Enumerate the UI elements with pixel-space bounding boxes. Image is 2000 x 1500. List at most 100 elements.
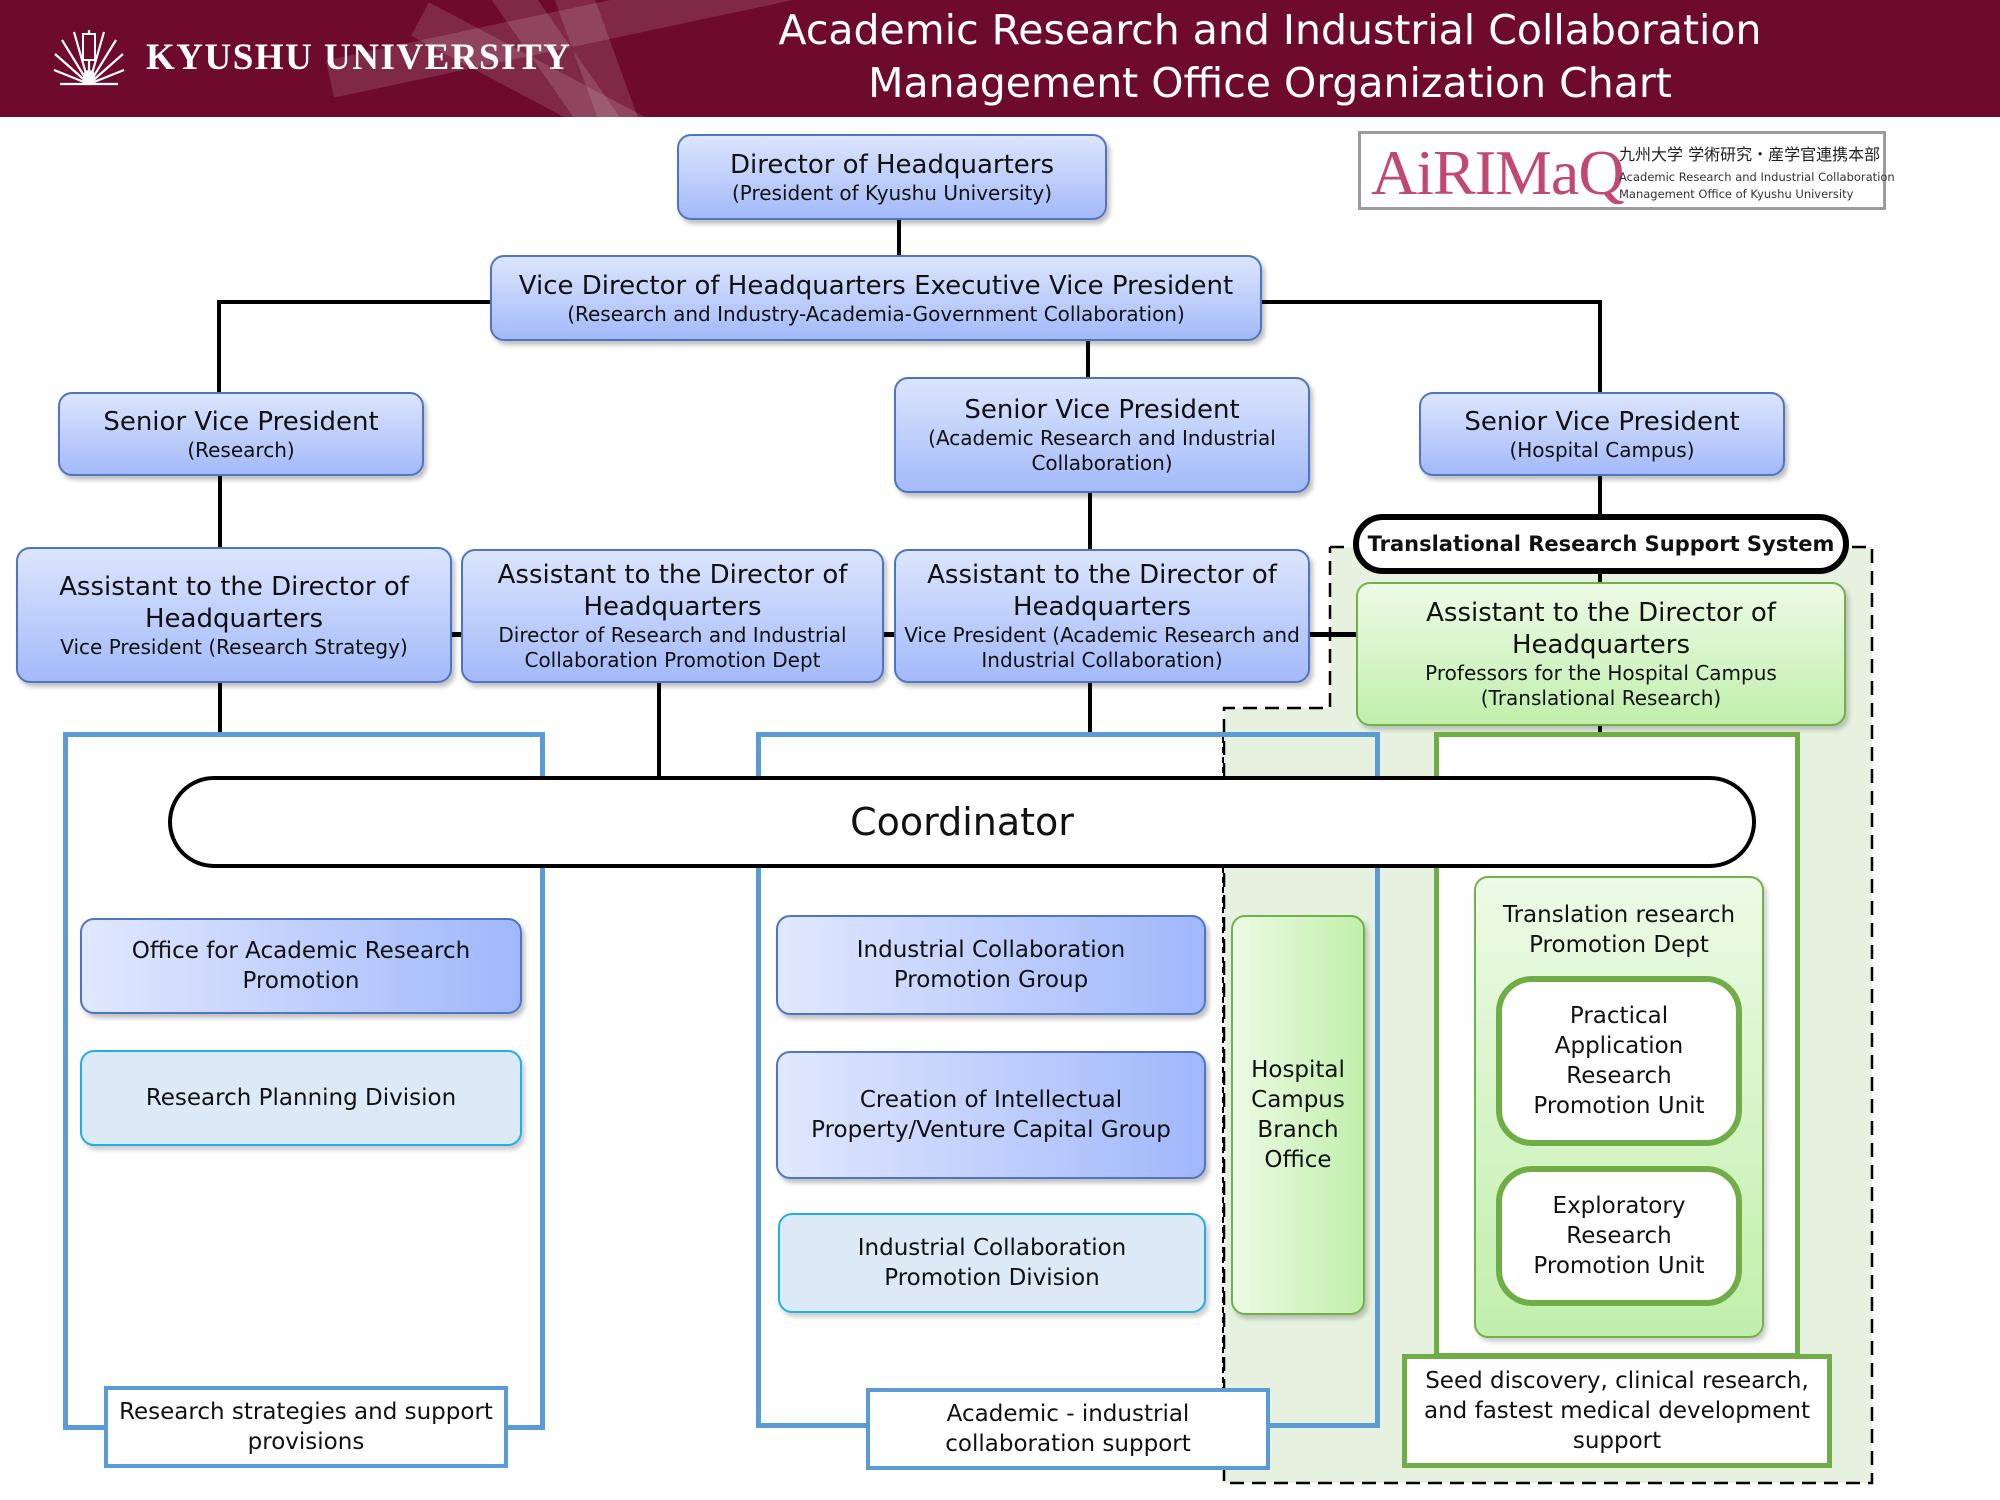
unit-label: Research Planning Division — [145, 1085, 457, 1111]
vice-director-subtitle: (Research and Industry-Academia-Governme… — [567, 301, 1185, 326]
label-line-1: Seed discovery, clinical research, — [1425, 1368, 1809, 1394]
connector-line — [1088, 491, 1092, 549]
ip-venture-capital-group[interactable]: Creation of Intellectual Property/Ventur… — [776, 1051, 1206, 1179]
director-title: Director of Headquarters — [729, 149, 1055, 180]
logo-english-line-1: Academic Research and Industrial Collabo… — [1619, 170, 1895, 184]
director-subtitle: (President of Kyushu University) — [731, 180, 1053, 205]
connector-line — [217, 300, 493, 304]
research-planning-division[interactable]: Research Planning Division — [80, 1050, 522, 1146]
unit-line-2: Promotion Group — [893, 967, 1089, 993]
assistant-title-1: Assistant to the Director of — [1426, 598, 1776, 628]
svp-research-subtitle: (Research) — [187, 437, 295, 462]
connector-line — [1086, 338, 1090, 378]
assistant-title-1: Assistant to the Director of — [59, 571, 409, 602]
branch-line-4: Office — [1264, 1147, 1332, 1173]
label-line-2: collaboration support — [945, 1431, 1191, 1457]
airimaq-logo: AiRIMaQ 九州大学 学術研究・産学官連携本部 Academic Resea… — [1358, 131, 1895, 210]
connector-line — [897, 218, 901, 258]
practical-application-research-promotion-unit[interactable]: Practical Application Research Promotion… — [1496, 976, 1742, 1146]
label-line-2: provisions — [247, 1429, 365, 1455]
assistant-collaboration-node[interactable]: Assistant to the Director of Headquarter… — [894, 549, 1310, 683]
unit-line-2: Promotion Division — [884, 1265, 1100, 1291]
dept-line-1: Translation research — [1502, 902, 1736, 928]
unit-line-1: Creation of Intellectual — [859, 1087, 1123, 1113]
connector-line — [450, 632, 464, 637]
exploratory-research-promotion-unit[interactable]: Exploratory Research Promotion Unit — [1496, 1166, 1742, 1306]
branch-line-2: Campus — [1251, 1087, 1345, 1113]
translational-support-label: Seed discovery, clinical research, and f… — [1402, 1354, 1832, 1468]
assistant-research-strategy-node[interactable]: Assistant to the Director of Headquarter… — [16, 547, 452, 683]
connector-line — [1598, 476, 1602, 516]
page-title: Academic Research and Industrial Collabo… — [720, 4, 1820, 110]
vice-director-node[interactable]: Vice Director of Headquarters Executive … — [490, 255, 1262, 341]
svp-research-title: Senior Vice President — [103, 406, 379, 437]
unit-line-2: Application — [1554, 1033, 1684, 1059]
university-name: KYUSHU UNIVERSITY — [146, 37, 572, 78]
unit-line-1: Industrial Collaboration — [856, 937, 1126, 963]
unit-line-1: Office for Academic Research — [131, 938, 471, 964]
connector-line — [657, 682, 661, 778]
assistant-title-2: Headquarters — [1012, 592, 1191, 622]
connector-line — [218, 682, 222, 732]
assistant-sub-2: Industrial Collaboration) — [981, 648, 1223, 672]
label-line-1: Research strategies and support — [119, 1399, 493, 1425]
connector-line — [1598, 724, 1602, 736]
translational-research-support-system-label[interactable]: Translational Research Support System — [1353, 514, 1849, 574]
director-node[interactable]: Director of Headquarters (President of K… — [677, 134, 1107, 220]
svp-collaboration-node[interactable]: Senior Vice President (Academic Research… — [894, 377, 1310, 493]
assistant-subtitle: Vice President (Research Strategy) — [60, 634, 408, 659]
assistant-sub-1: Professors for the Hospital Campus — [1425, 661, 1777, 685]
header-banner: KYUSHU UNIVERSITY Academic Research and … — [0, 0, 2000, 117]
hospital-campus-branch-office[interactable]: Hospital Campus Branch Office — [1231, 915, 1365, 1315]
unit-line-3: Research — [1566, 1063, 1672, 1089]
unit-line-2: Research — [1566, 1223, 1672, 1249]
connector-line — [217, 300, 221, 394]
assistant-title-2: Headquarters — [583, 592, 762, 622]
title-line-2: Management Office Organization Chart — [868, 59, 1672, 107]
collaboration-support-label: Academic - industrial collaboration supp… — [866, 1388, 1270, 1470]
vice-director-title: Vice Director of Headquarters Executive … — [518, 270, 1234, 301]
assistant-title-2: Headquarters — [1511, 630, 1690, 660]
branch-line-3: Branch — [1257, 1117, 1339, 1143]
industrial-collaboration-promotion-group[interactable]: Industrial Collaboration Promotion Group — [776, 915, 1206, 1015]
svp-research-node[interactable]: Senior Vice President (Research) — [58, 392, 424, 476]
connector-line — [1308, 632, 1358, 637]
assistant-promotion-dept-node[interactable]: Assistant to the Director of Headquarter… — [461, 549, 884, 683]
connector-line — [1598, 300, 1602, 396]
unit-line-2: Promotion — [242, 968, 360, 994]
unit-line-1: Practical — [1569, 1003, 1669, 1029]
assistant-sub-2: Collaboration Promotion Dept — [524, 648, 821, 672]
svp-hospital-subtitle: (Hospital Campus) — [1509, 437, 1695, 462]
connector-line — [1260, 300, 1602, 304]
assistant-sub-1: Director of Research and Industrial — [498, 623, 847, 647]
unit-line-1: Industrial Collaboration — [857, 1235, 1127, 1261]
svp-collaboration-title: Senior Vice President — [964, 395, 1240, 425]
research-support-label: Research strategies and support provisio… — [104, 1386, 508, 1468]
svp-collaboration-sub-2: Collaboration) — [1031, 451, 1173, 475]
connector-line — [882, 632, 896, 637]
svp-hospital-node[interactable]: Senior Vice President (Hospital Campus) — [1419, 392, 1785, 476]
dept-line-2: Promotion Dept — [1529, 932, 1709, 958]
connector-line — [218, 474, 222, 549]
university-crest-icon — [53, 30, 125, 86]
branch-line-1: Hospital — [1251, 1057, 1345, 1083]
office-academic-research-promotion[interactable]: Office for Academic Research Promotion — [80, 918, 522, 1014]
connector-line — [1598, 570, 1602, 590]
title-line-1: Academic Research and Industrial Collabo… — [778, 6, 1762, 54]
assistant-sub-2: (Translational Research) — [1480, 686, 1722, 710]
assistant-sub-1: Vice President (Academic Research and — [904, 623, 1300, 647]
unit-line-3: Promotion Unit — [1533, 1253, 1705, 1279]
coordinator-node[interactable]: Coordinator — [168, 776, 1756, 868]
connector-line — [1088, 682, 1092, 732]
assistant-title-2: Headquarters — [144, 603, 323, 634]
unit-line-2: Property/Venture Capital Group — [811, 1117, 1171, 1143]
industrial-collaboration-promotion-division[interactable]: Industrial Collaboration Promotion Divis… — [778, 1213, 1206, 1313]
unit-line-1: Exploratory — [1552, 1193, 1686, 1219]
assistant-title-1: Assistant to the Director of — [497, 560, 848, 590]
assistant-hospital-node[interactable]: Assistant to the Director of Headquarter… — [1356, 582, 1846, 726]
label-line-1: Academic - industrial — [946, 1401, 1190, 1427]
svp-collaboration-sub-1: (Academic Research and Industrial — [928, 426, 1276, 450]
label-line-3: support — [1572, 1428, 1662, 1454]
logo-mark: AiRIMaQ — [1371, 137, 1625, 208]
label-line-2: and fastest medical development — [1424, 1398, 1810, 1424]
